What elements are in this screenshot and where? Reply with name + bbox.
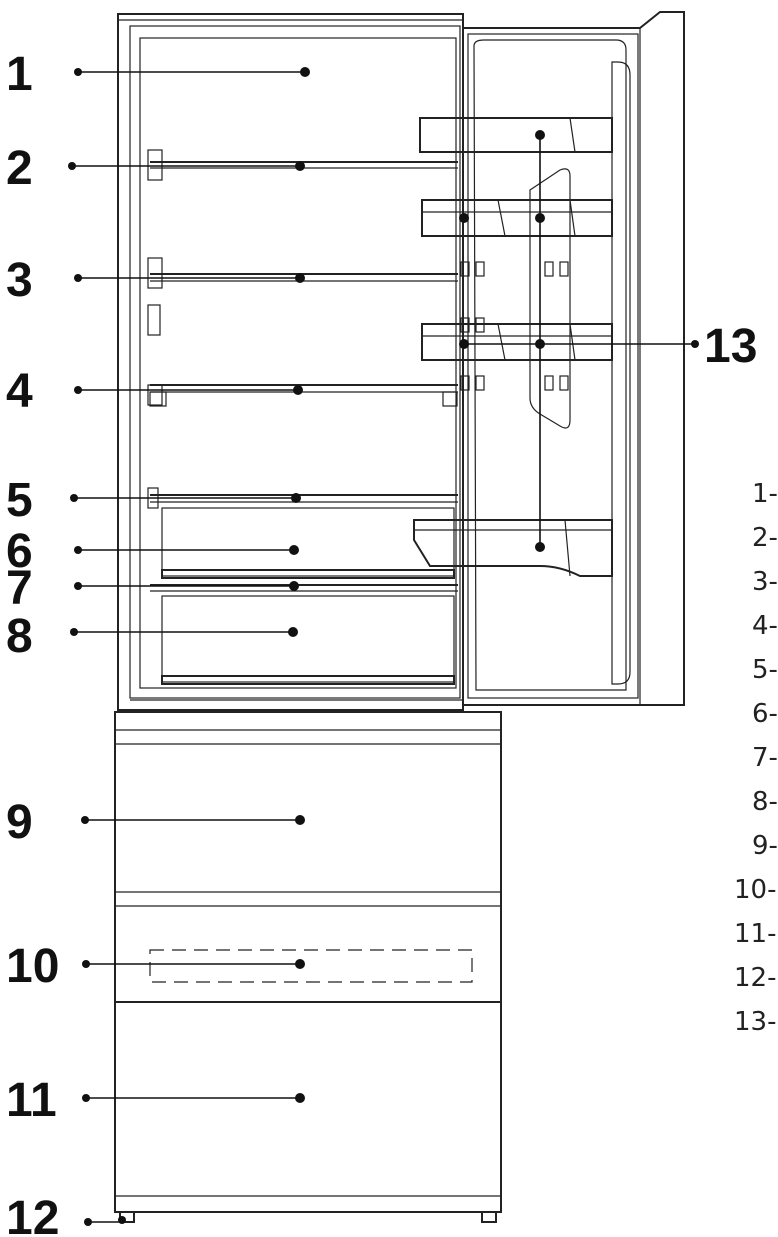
dot-3-start [74, 274, 82, 282]
callout-10: 10 [6, 940, 59, 993]
callout-11: 11 [6, 1074, 57, 1127]
callout-5: 5 [6, 474, 33, 527]
dot-9-start [81, 816, 89, 824]
callout-3: 3 [6, 254, 33, 307]
dot-9-end [295, 815, 305, 825]
legend-item-7: 7- [752, 743, 778, 773]
dot-7-end [289, 581, 299, 591]
legend-item-8: 8- [752, 787, 778, 817]
legend-item-4: 4- [752, 611, 778, 641]
shelf-4 [149, 384, 458, 407]
divider-7 [150, 584, 458, 592]
legend-item-3: 3- [752, 567, 778, 597]
dot-5-start [70, 494, 78, 502]
dot-13-c [535, 213, 545, 223]
legend-item-9: 9- [752, 831, 778, 861]
dot-13-e [535, 339, 545, 349]
dot-10-start [82, 960, 90, 968]
drawer-6 [161, 507, 455, 579]
callout-2: 2 [6, 142, 33, 195]
dot-8-start [70, 628, 78, 636]
dot-7-start [74, 582, 82, 590]
dot-12-start [84, 1218, 92, 1226]
dot-11-start [82, 1094, 90, 1102]
legend-item-11: 11- [734, 919, 776, 949]
freezer-drawer-lower [114, 1001, 502, 1213]
legend-item-10: 10- [734, 875, 776, 905]
dot-1-end [300, 67, 310, 77]
dot-6-end [289, 545, 299, 555]
legend-item-2: 2- [752, 523, 778, 553]
drawer-8 [161, 595, 455, 685]
callout-1: 1 [6, 48, 33, 101]
legend-item-1: 1- [752, 479, 778, 509]
dot-4-end [293, 385, 303, 395]
dot-12-end [118, 1216, 126, 1224]
legend: 1- 2- 3- 4- 5- 6- 7- 8- 9- 10- 11- 12- 1… [734, 479, 778, 1037]
dot-1-start [74, 68, 82, 76]
dot-11-end [295, 1093, 305, 1103]
dot-13-start [691, 340, 699, 348]
callout-8: 8 [6, 610, 33, 663]
freezer-cabinet [114, 711, 502, 1003]
callout-9: 9 [6, 796, 33, 849]
dot-6-start [74, 546, 82, 554]
callout-4: 4 [6, 365, 33, 418]
callout-7: 7 [6, 562, 33, 615]
fridge-door [460, 11, 685, 706]
dot-5-end [291, 493, 301, 503]
dot-3-end [295, 273, 305, 283]
legend-item-6: 6- [752, 699, 778, 729]
legend-item-12: 12- [734, 963, 776, 993]
leveling-feet [119, 1211, 497, 1223]
dot-13-d [459, 339, 469, 349]
dot-8-end [288, 627, 298, 637]
legend-item-13: 13- [734, 1007, 776, 1037]
fridge-cabinet [117, 13, 464, 711]
dot-2-start [68, 162, 76, 170]
shelf-5 [150, 494, 458, 503]
dot-4-start [74, 386, 82, 394]
dot-10-end [295, 959, 305, 969]
callout-12: 12 [6, 1192, 59, 1237]
callout-6: 6 [6, 525, 33, 578]
dot-13-a [535, 130, 545, 140]
door-balcony-bottom [413, 519, 613, 577]
callout-dots [68, 67, 699, 1226]
door-balcony-upper [421, 199, 613, 237]
dot-13-f [535, 542, 545, 552]
door-balcony-top [419, 117, 613, 153]
dot-2-end [295, 161, 305, 171]
legend-item-5: 5- [752, 655, 778, 685]
leader-lines [72, 71, 695, 1223]
dot-13-b [459, 213, 469, 223]
callout-13: 13 [704, 320, 757, 373]
door-balcony-middle [421, 323, 613, 361]
callout-numbers: 1 2 3 4 5 6 7 8 9 10 11 12 13 [6, 48, 757, 1237]
